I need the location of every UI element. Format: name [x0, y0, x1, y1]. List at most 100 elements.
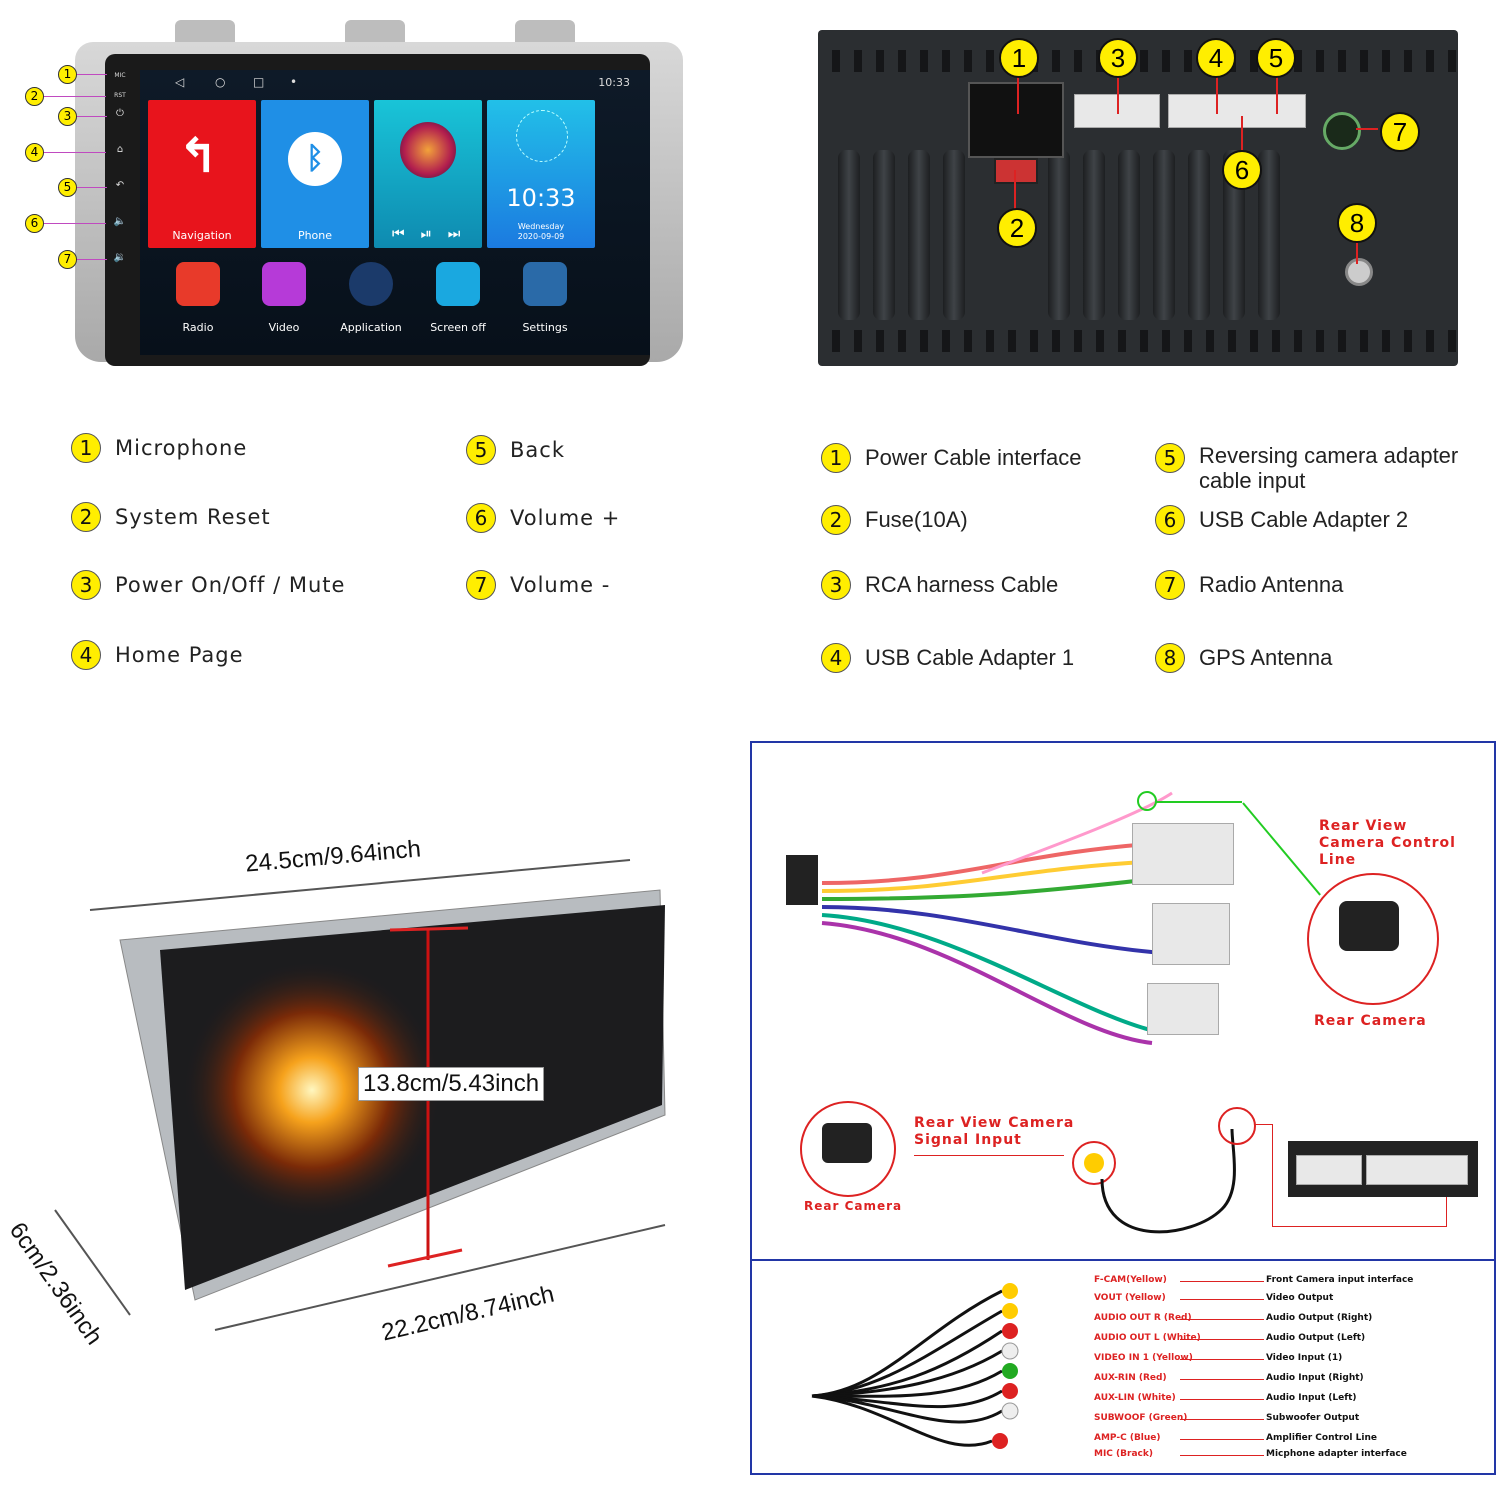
legend-front-item: 4 Home Page	[71, 640, 244, 670]
app-application[interactable]: Application	[331, 262, 411, 334]
legend-number: 3	[821, 570, 851, 600]
legend-text: USB Cable Adapter 1	[865, 645, 1075, 670]
dimension-line-bottom	[214, 1224, 666, 1331]
callout-line	[77, 259, 107, 260]
volume-up-icon[interactable]: 🔈	[113, 216, 127, 227]
camera-signal-title: Rear View Camera Signal Input	[914, 1115, 1075, 1148]
pointer-line	[1216, 74, 1218, 114]
status-time: 10:33	[598, 76, 630, 89]
home-icon[interactable]: ⌂	[116, 144, 124, 155]
legend-front-item: 5 Back	[466, 435, 565, 465]
legend-front-item: 7 Volume -	[466, 570, 610, 600]
clock-date: 2020-09-09	[517, 232, 565, 241]
rca-wire-label: F-CAM(Yellow)	[1094, 1275, 1167, 1285]
callout-3: 3	[58, 107, 77, 126]
legend-rear-item: 8 GPS Antenna	[1155, 643, 1332, 673]
rca-wire-function: Audio Input (Right)	[1266, 1373, 1364, 1383]
legend-number: 4	[821, 643, 851, 673]
tile-navigation[interactable]: ↰ Navigation	[148, 100, 256, 248]
rca-wire-label: AUDIO OUT L (White)	[1094, 1333, 1201, 1343]
legend-text: Home Page	[115, 643, 244, 667]
legend-number: 7	[1155, 570, 1185, 600]
harness-connector	[1147, 983, 1219, 1035]
callout-5: 5	[58, 178, 77, 197]
legend-number: 5	[466, 435, 496, 465]
callout-line	[44, 96, 106, 97]
nav-home-icon[interactable]: ○	[215, 75, 226, 89]
height-marker	[389, 926, 469, 932]
legend-rear-item: 7 Radio Antenna	[1155, 570, 1343, 600]
rear-callout-6: 6	[1222, 150, 1262, 190]
power-icon	[436, 262, 480, 306]
rca-wire-function: Micphone adapter interface	[1266, 1449, 1407, 1459]
callout-line	[44, 223, 106, 224]
callout-line	[77, 74, 107, 75]
rib	[1223, 150, 1245, 320]
nav-back-icon[interactable]: ◁	[175, 75, 185, 89]
rib	[943, 150, 965, 320]
rear-callout-2: 2	[997, 208, 1037, 248]
rca-wire-function: Audio Output (Left)	[1266, 1333, 1366, 1343]
tile-clock[interactable]: 10:33 Wednesday 2020-09-09	[487, 100, 595, 248]
app-video[interactable]: Video	[244, 262, 324, 334]
head-unit-front-image: MIC RST ⏻ ⌂ ↶ 🔈 🔉 ◁ ○ □ • 10:33 ↰ Naviga…	[75, 20, 685, 370]
callout-line	[77, 187, 107, 188]
red-pointer-line	[1272, 1124, 1273, 1226]
rca-wire-label: AUX-LIN (White)	[1094, 1393, 1176, 1403]
media-controls-icon[interactable]: ⏮⏯⏭	[392, 226, 477, 242]
head-unit-screen: ◁ ○ □ • 10:33 ↰ Navigation ᛒ Phone ⏮⏯⏭ 1…	[140, 70, 650, 355]
legend-number: 5	[1155, 443, 1185, 473]
rca-wire-label: SUBWOOF (Green)	[1094, 1413, 1188, 1423]
power-icon[interactable]: ⏻	[116, 108, 124, 119]
green-pointer-line	[1156, 801, 1242, 803]
rib	[1258, 150, 1280, 320]
red-pointer-line	[1446, 1189, 1447, 1227]
screen-glow	[182, 960, 442, 1220]
legend-text: RCA harness Cable	[865, 572, 1059, 597]
wiring-box-camera-control: Rear View Camera Control Line Rear Camer…	[750, 741, 1496, 1083]
gear-icon	[523, 262, 567, 306]
rear-callout-1: 1	[999, 38, 1039, 78]
legend-text: Microphone	[115, 436, 248, 460]
app-radio[interactable]: Radio	[158, 262, 238, 334]
rca-wire-label: AUX-RIN (Red)	[1094, 1373, 1167, 1383]
pointer-line	[1117, 74, 1119, 114]
legend-number: 2	[821, 505, 851, 535]
rca-arrow	[1180, 1339, 1264, 1340]
usb-panel-image	[1288, 1141, 1478, 1197]
music-artwork-icon	[400, 122, 456, 178]
usb-connector	[1296, 1155, 1362, 1185]
tile-music[interactable]: ⏮⏯⏭	[374, 100, 482, 248]
legend-rear-item: 6 USB Cable Adapter 2	[1155, 505, 1408, 535]
legend-text: Reversing camera adapter cable input	[1199, 443, 1459, 493]
back-icon[interactable]: ↶	[115, 180, 125, 191]
legend-text: System Reset	[115, 505, 271, 529]
fuse	[994, 158, 1038, 184]
nav-recent-icon[interactable]: □	[253, 75, 265, 89]
radio-antenna-port	[1323, 112, 1361, 150]
legend-number: 7	[466, 570, 496, 600]
legend-front-item: 1 Microphone	[71, 433, 247, 463]
rca-wire-label: VIDEO IN 1 (Yellow)	[1094, 1353, 1193, 1363]
app-settings[interactable]: Settings	[505, 262, 585, 334]
wiring-box-rca	[750, 1259, 1496, 1475]
app-label: Radio	[182, 321, 214, 334]
bluetooth-icon: ᛒ	[288, 132, 342, 186]
rca-wire-function: Video Input (1)	[1266, 1353, 1343, 1363]
legend-number: 8	[1155, 643, 1185, 673]
app-screen-off[interactable]: Screen off	[418, 262, 498, 334]
radio-icon	[176, 262, 220, 306]
rca-arrow	[1180, 1281, 1264, 1282]
rca-arrow	[1180, 1439, 1264, 1440]
rib	[1048, 150, 1070, 320]
rib	[908, 150, 930, 320]
legend-rear-item: 2 Fuse(10A)	[821, 505, 968, 535]
tile-phone[interactable]: ᛒ Phone	[261, 100, 369, 248]
rca-plug-icon	[1084, 1153, 1104, 1173]
rear-callout-4: 4	[1196, 38, 1236, 78]
rib	[1118, 150, 1140, 320]
volume-down-icon[interactable]: 🔉	[113, 252, 127, 263]
pointer-line	[1276, 74, 1278, 114]
rib	[838, 150, 860, 320]
pointer-line	[1014, 170, 1016, 210]
